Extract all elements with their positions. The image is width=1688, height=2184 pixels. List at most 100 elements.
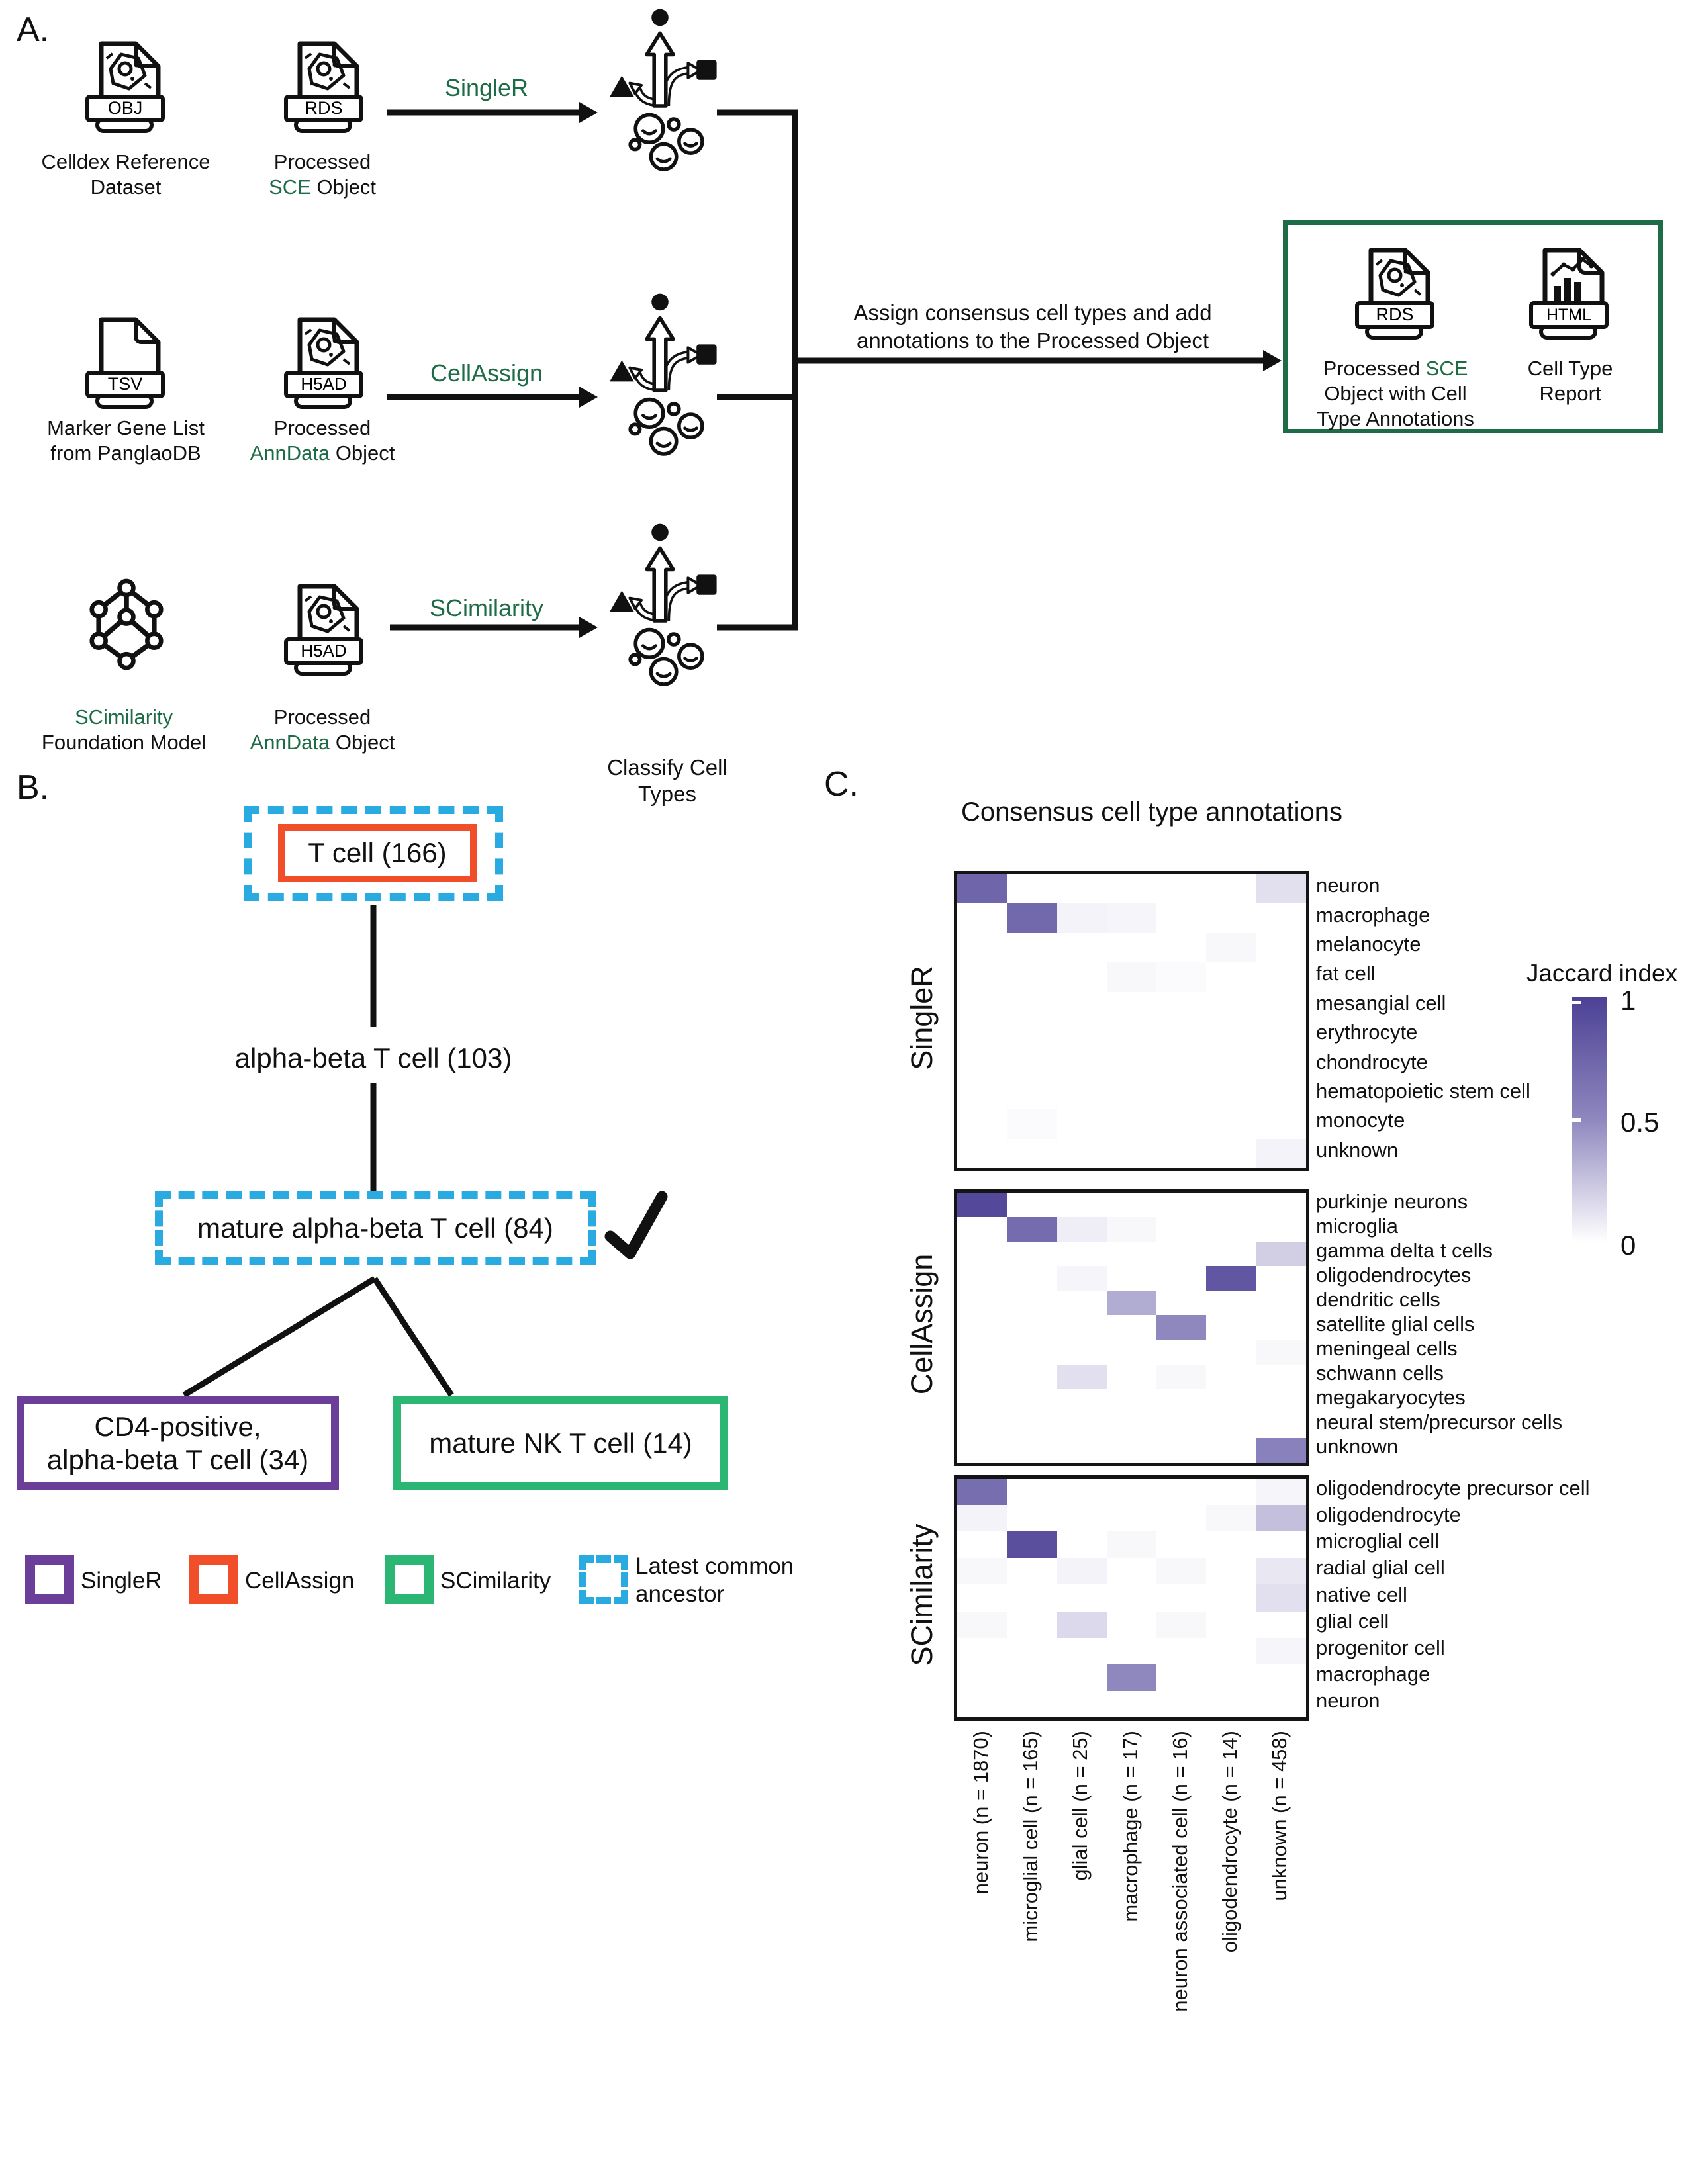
alpha-beta-node: alpha-beta T cell (103) <box>234 1042 512 1073</box>
heatmap-row <box>957 1611 1306 1638</box>
heatmap-cell <box>1206 1611 1256 1638</box>
heatmap-row <box>957 1558 1306 1585</box>
heatmap-row-label: radial glial cell <box>1316 1556 1445 1580</box>
heatmap-column-label: unknown (n = 458) <box>1268 1731 1291 1901</box>
checkmark-icon <box>604 1191 668 1259</box>
heatmap-cell <box>1106 1531 1157 1559</box>
heatmap-row-label: progenitor cell <box>1316 1635 1445 1659</box>
heatmap-cell <box>957 1315 1008 1340</box>
assign-text-line1: Assign consensus cell types and add <box>853 300 1212 325</box>
heatmap-cell <box>1156 1637 1207 1664</box>
heatmap-cell <box>1206 1584 1256 1612</box>
heatmap-row-label: oligodendrocyte precursor cell <box>1316 1477 1590 1500</box>
colorbar-tick-mark-05 <box>1570 1118 1581 1122</box>
heatmap-cell <box>1106 1479 1157 1506</box>
heatmap-cell <box>1056 962 1107 992</box>
heatmap-cell <box>957 933 1008 963</box>
heatmap-cell <box>1206 1388 1256 1414</box>
heatmap-cell <box>1206 1531 1256 1559</box>
panel-b-label: B. <box>17 768 50 807</box>
heatmap-cell <box>1256 1193 1306 1218</box>
classify-label-line2: Types <box>637 782 697 806</box>
legend-swatch-scimilarity <box>385 1555 434 1604</box>
heatmap-cell <box>1106 1690 1157 1717</box>
heatmap-title: Consensus cell type annotations <box>961 797 1342 827</box>
heatmap-row-label: chondrocyte <box>1316 1050 1428 1073</box>
heatmap-cell <box>1007 1364 1057 1389</box>
heatmap-cell <box>957 1531 1008 1559</box>
heatmap-cell <box>1056 1637 1107 1664</box>
heatmap-cell <box>1256 1340 1306 1365</box>
heatmap-cell <box>957 1637 1008 1664</box>
heatmap-row <box>957 1690 1306 1717</box>
legend-label-scimilarity: SCimilarity <box>440 1568 551 1594</box>
heatmap-cell <box>1056 1266 1107 1291</box>
heatmap-row <box>957 1413 1306 1438</box>
heatmap-cell <box>1256 1138 1306 1168</box>
heatmap-cell <box>1256 1242 1306 1267</box>
heatmap-cell <box>1256 1021 1306 1051</box>
celldex-label-line1: Celldex Reference <box>41 150 211 173</box>
heatmap-cell <box>1056 1611 1107 1638</box>
heatmap-cell <box>1256 1637 1306 1664</box>
obj-badge: OBJ <box>87 97 163 131</box>
output-rds-badge: RDS <box>1357 303 1432 338</box>
heatmap-cell <box>1156 1364 1207 1389</box>
heatmap-column-label: neuron (n = 1870) <box>968 1731 992 1895</box>
h5ad-badge-2: H5AD <box>286 639 361 674</box>
heatmap-row-label: unknown <box>1316 1138 1399 1161</box>
heatmap-cell <box>1156 1291 1207 1316</box>
output-rds-line3: Type Annotations <box>1317 407 1474 430</box>
heatmap-cell <box>1007 1479 1057 1506</box>
assign-consensus-text: Assign consensus cell types and add anno… <box>801 299 1264 355</box>
heatmap-cell <box>1056 1109 1107 1139</box>
heatmap-cell <box>1106 1340 1157 1365</box>
heatmap-cell <box>957 874 1008 904</box>
scimilarity-green-text: SCimilarity <box>74 705 173 729</box>
heatmap-cell <box>1206 933 1256 963</box>
heatmap-cell <box>1256 1291 1306 1316</box>
heatmap-cell <box>1156 1479 1207 1506</box>
marker-gene-label: Marker Gene List from PanglaoDB <box>10 416 242 466</box>
heatmap-cell <box>1007 1413 1057 1438</box>
cd4-node-line1: CD4-positive, <box>94 1411 261 1442</box>
heatmap-cell <box>1056 1479 1107 1506</box>
heatmap-row <box>957 1664 1306 1691</box>
heatmap-column-label: glial cell (n = 25) <box>1068 1731 1092 1881</box>
legend-label-latest-common-ancestor: Latest common ancestor <box>635 1553 794 1608</box>
heatmap-cell <box>1007 933 1057 963</box>
heatmap-cell <box>1206 1050 1256 1080</box>
heatmap-cell <box>1256 1315 1306 1340</box>
svg-text:RDS: RDS <box>305 98 342 118</box>
heatmap-row <box>957 1364 1306 1389</box>
heatmap-cell <box>1106 1217 1157 1242</box>
heatmap-cell <box>957 1021 1008 1051</box>
heatmap-cell <box>1206 1340 1256 1365</box>
heatmap-cell <box>1106 1505 1157 1532</box>
heatmap-cell <box>1206 1109 1256 1139</box>
scimilarity-model-icon <box>92 581 162 668</box>
heatmap-cell <box>1007 874 1057 904</box>
heatmap-row <box>957 903 1306 933</box>
heatmap-row-label: glial cell <box>1316 1609 1389 1633</box>
heatmap-cell <box>1256 1437 1306 1463</box>
cellassign-arrow-label: CellAssign <box>430 359 543 387</box>
heatmap-cell <box>1156 1558 1207 1585</box>
heatmap-row <box>957 1388 1306 1414</box>
heatmap-row-label: neural stem/precursor cells <box>1316 1410 1563 1434</box>
heatmap-column-label: microglial cell (n = 165) <box>1018 1731 1042 1942</box>
classify-cell-types-label: Classify Cell Types <box>568 754 767 807</box>
heatmap-cell <box>1256 903 1306 933</box>
heatmap-cell <box>1056 1291 1107 1316</box>
heatmap-cell <box>1106 1364 1157 1389</box>
heatmap-row-label: dendritic cells <box>1316 1287 1440 1311</box>
output-html-line2: Report <box>1539 382 1601 405</box>
heatmap-cell <box>1156 1050 1207 1080</box>
heatmap-cell <box>1206 1558 1256 1585</box>
heatmap-cell <box>1256 1079 1306 1110</box>
tsv-badge: TSV <box>87 373 163 407</box>
heatmap-row-label: mesangial cell <box>1316 991 1446 1015</box>
heatmap-cell <box>1156 1388 1207 1414</box>
cd4-node: CD4-positive, alpha-beta T cell (34) <box>17 1396 339 1490</box>
heatmap-row-label: macrophage <box>1316 1662 1430 1686</box>
